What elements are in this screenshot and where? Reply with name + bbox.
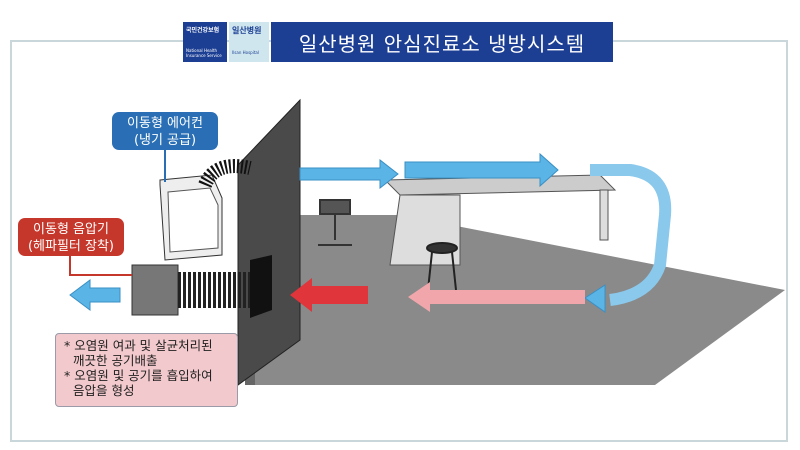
wall bbox=[237, 98, 301, 386]
notes-box: * 오염원 여과 및 살균처리된 깨끗한 공기배출 * 오염원 및 공기를 흡입… bbox=[55, 333, 238, 407]
clean-air-out-arrow bbox=[69, 279, 121, 311]
callout-line: (냉기 공급) bbox=[133, 133, 197, 148]
callout-line: (헤파필터 장착) bbox=[27, 239, 115, 254]
chair bbox=[318, 199, 352, 246]
note-line: * 오염원 및 공기를 흡입하여 bbox=[64, 368, 213, 383]
air-conditioner-callout: 이동형 에어컨 (냉기 공급) bbox=[112, 112, 218, 150]
nhis-logo: 국민건강보험 National Health Insurance Service bbox=[183, 22, 227, 62]
exhaust-flow-arrows bbox=[290, 278, 585, 312]
hospital-logo: 일산병원 Ilsan Hospital bbox=[229, 22, 269, 62]
hospital-logo-text: 일산병원 bbox=[232, 26, 262, 35]
callout-line: 이동형 에어컨 bbox=[127, 116, 203, 131]
negative-pressure-callout: 이동형 음압기 (헤파필터 장착) bbox=[18, 218, 124, 256]
wall-vent bbox=[250, 255, 272, 318]
air-conditioner-unit bbox=[159, 159, 252, 261]
hospital-logo-sub: Ilsan Hospital bbox=[232, 50, 259, 55]
page-title: 일산병원 안심진료소 냉방시스템 bbox=[271, 22, 613, 62]
note-line: 음압을 형성 bbox=[73, 383, 135, 398]
callout-line: 이동형 음압기 bbox=[33, 222, 109, 237]
nhis-logo-sub: National Health Insurance Service bbox=[186, 48, 222, 58]
neg-callout-line bbox=[69, 256, 132, 276]
nhis-logo-text: 국민건강보험 bbox=[186, 27, 220, 34]
cold-air-flow-arrows bbox=[299, 152, 672, 313]
negative-pressure-unit bbox=[131, 264, 250, 316]
note-line: 깨끗한 공기배출 bbox=[73, 353, 158, 368]
note-line: * 오염원 여과 및 살균처리된 bbox=[64, 338, 213, 353]
